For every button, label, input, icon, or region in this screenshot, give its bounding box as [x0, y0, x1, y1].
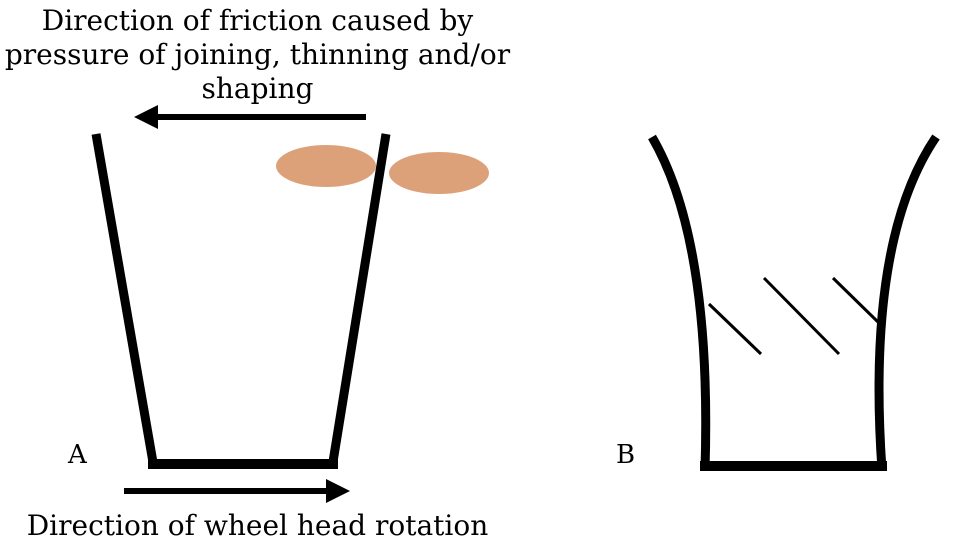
finger-outside — [389, 152, 489, 194]
vessel-b-left-wall — [648, 134, 711, 471]
vessel-a-right-wall — [327, 133, 391, 469]
finger-inside — [276, 145, 376, 187]
friction-direction-caption: Direction of friction caused by pressure… — [0, 4, 515, 106]
friction-caption-line-2: pressure of joining, thinning and/or — [4, 38, 511, 71]
vessel-a — [91, 133, 391, 469]
vessel-b-right-wall — [874, 134, 940, 471]
rilling-mark-1 — [707, 302, 763, 356]
vessel-b — [648, 134, 940, 471]
rilling-mark-2 — [762, 276, 841, 356]
friction-caption-line-1: Direction of friction caused by — [41, 4, 474, 37]
fingers — [276, 145, 489, 194]
vessel-a-left-wall — [91, 133, 159, 469]
panel-a-label: A — [68, 440, 87, 470]
panel-b-label: B — [616, 440, 636, 470]
wheel-rotation-caption: Direction of wheel head rotation — [26, 509, 489, 542]
rilling-mark-3 — [831, 276, 880, 324]
friction-caption-line-3: shaping — [201, 72, 314, 105]
